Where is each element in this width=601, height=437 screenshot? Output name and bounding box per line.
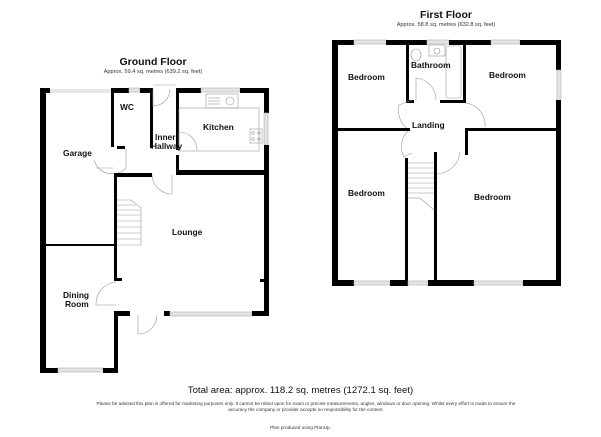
room-label-dining-1: Dining [63, 290, 90, 300]
produced-by: Plan produced using PlanUp. [270, 425, 331, 430]
ground-floor-title: Ground Floor [119, 56, 187, 68]
ground-floor-plan [40, 84, 269, 373]
room-label-wc: WC [120, 102, 134, 112]
room-label-bedroom-top-left: Bedroom [348, 72, 385, 82]
room-label-lounge: Lounge [172, 227, 203, 237]
room-label-bedroom-bottom-right: Bedroom [474, 192, 511, 202]
first-floor-title: First Floor [420, 9, 472, 21]
first-floor-area: Approx. 58.8 sq. metres (632.8 sq. feet) [396, 22, 496, 28]
room-label-inner-hallway-2: Hallway [151, 141, 183, 151]
first-floor-plan [332, 39, 562, 286]
room-label-bathroom: Bathroom [411, 60, 451, 70]
disclaimer-text: Please be advised this plan is offered f… [96, 401, 516, 413]
ground-floor-area: Approx. 59.4 sq. metres (639.2 sq. feet) [103, 69, 203, 75]
room-label-garage: Garage [63, 148, 92, 158]
room-label-bedroom-bottom-left: Bedroom [348, 188, 385, 198]
room-label-kitchen: Kitchen [203, 122, 234, 132]
room-label-dining-2: Room [65, 299, 89, 309]
room-label-inner-hallway-1: Inner [155, 132, 176, 142]
room-label-bedroom-top-right: Bedroom [489, 70, 526, 80]
stairs-first-floor [408, 162, 435, 211]
stairs [117, 199, 142, 246]
room-label-landing: Landing [412, 120, 445, 130]
total-area: Total area: approx. 118.2 sq. metres (12… [187, 385, 414, 396]
